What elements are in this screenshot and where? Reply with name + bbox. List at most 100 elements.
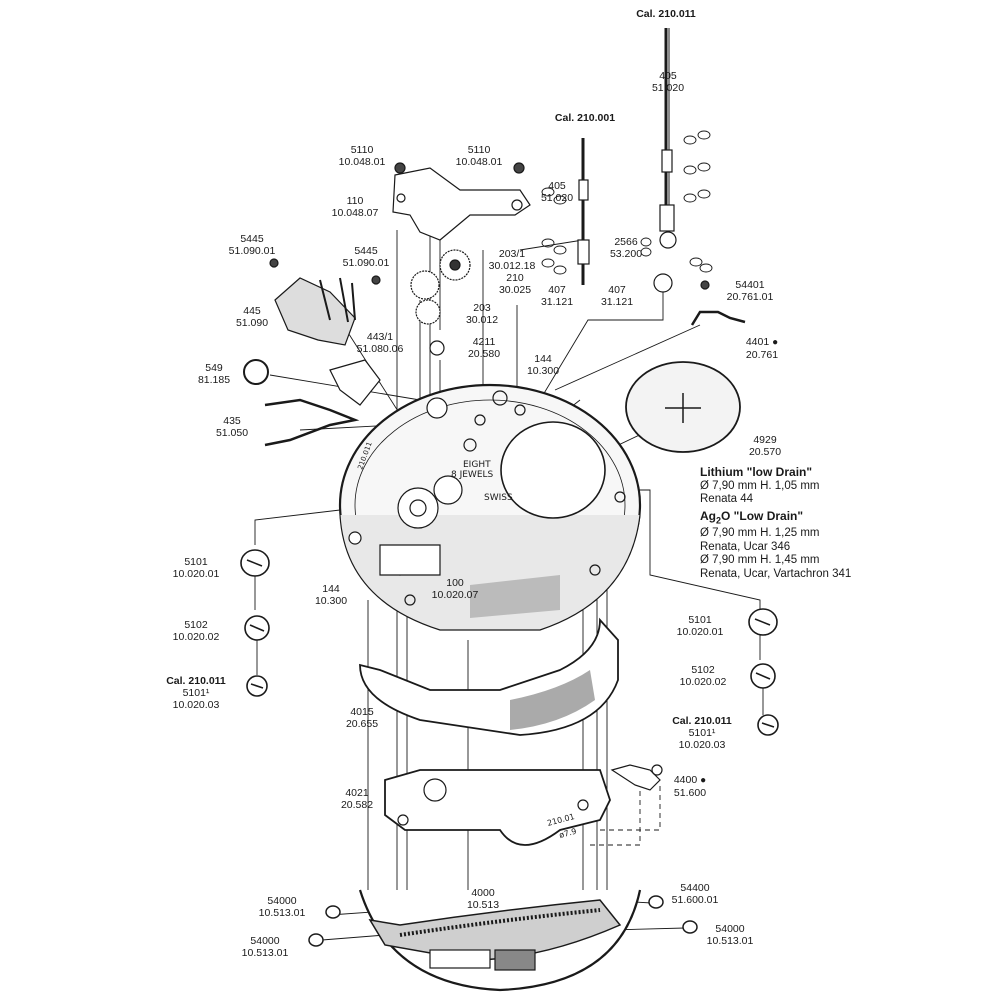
part-label-line: 51.090.01 [342,257,390,269]
plate-4021 [384,769,611,846]
battery-spec-block: Lithium "low Drain" Ø 7,90 mm H. 1,05 mm… [700,465,852,581]
part-label-line: 445 [243,305,261,317]
clutch-wheels [653,231,677,293]
cover-mark-2: ø7.9 [558,827,577,840]
lithium-title: Lithium "low Drain" [700,465,813,479]
wheel-203 [410,270,440,300]
part-label-row: 4400 ● [674,774,706,787]
part-label-p4401: 4401 ●20.761 [746,336,778,361]
part-label-line: 405 [659,70,677,82]
part-label-line: Cal. 210.011 [672,715,732,727]
part-label-line: 54400 [680,882,710,894]
part-label-line: 549 [205,362,223,374]
part-label-line: Cal. 210.011 [166,675,226,687]
ag2o-title: Ag2O "Low Drain" [700,508,804,525]
ag2o-brand-1: Renata, Ucar 346 [700,540,791,553]
bullet-dot-icon: ● [772,337,779,348]
part-label-line: 30.025 [498,284,532,296]
part-label-line: 435 [223,415,241,427]
lever-435 [264,398,360,447]
part-label-line: 110 [346,195,364,207]
part-label-line: 144 [322,583,340,595]
part-label-line: 4015 [350,706,374,718]
part-label-line: 51.080.06 [356,343,404,355]
part-label-line: 5101¹ [688,727,716,739]
part-label-line: 20.582 [340,799,374,811]
part-label-line: 20.655 [345,718,379,730]
case-ring-4000 [358,889,642,992]
stem-spring-rings [541,130,713,275]
part-label-line: 5101¹ [182,687,210,699]
part-label-line: 53.200 [609,248,643,260]
ag2o-dims-2: Ø 7,90 mm H. 1,45 mm [700,554,820,567]
lever-443-1 [329,359,381,406]
part-label-line: 54000 [267,895,297,907]
part-label-p4400: 4400 ●51.600 [674,774,706,799]
winding-stem-short [577,138,590,285]
part-label-line: 10.020.03 [678,739,726,751]
part-label-line: 405 [548,180,566,192]
part-label-line: 10.020.02 [172,631,220,643]
lithium-dims: Ø 7,90 mm H. 1,05 mm [700,479,820,492]
train-bridge [392,167,531,241]
part-label-line: 54000 [715,923,745,935]
part-label-line: 5445 [354,245,378,257]
part-label-line: 10.048.01 [455,156,503,168]
part-label-line: 10.048.07 [331,207,379,219]
part-label-line: 10.300 [526,365,560,377]
lever-445 [274,277,356,346]
small-screws-top [700,280,710,290]
part-label-line: 54000 [250,935,280,947]
plate-mark-swiss: SWISS [484,493,513,503]
part-label-line: 54401 [735,279,765,291]
spring-54401 [690,310,746,326]
leader-lines [254,239,761,941]
part-label-line: 20.580 [467,348,501,360]
part-label-line: 4400 [673,774,698,786]
part-label-line: 51.020 [651,82,685,94]
part-label-line: 10.020.01 [172,568,220,580]
part-label-line: 443/1 [366,331,394,343]
part-label-row: 4401 ● [746,336,778,349]
plate-mark-eight: EIGHT [463,460,491,470]
bullet-dot-icon: ● [700,775,707,786]
ag2o-dims-1: Ø 7,90 mm H. 1,25 mm [700,527,820,540]
ag2o-brand-2: Renata, Ucar, Vartachron 341 [700,567,852,580]
part-label-line: 10.020.07 [431,589,479,601]
part-label-line: 5101 [184,556,208,568]
jewel-4211 [429,340,445,356]
part-label-line: 10.513.01 [706,935,754,947]
part-label-line: 4211 [472,336,496,348]
part-label-line: 30.012.18 [488,260,536,272]
part-label-line: 5110 [350,144,374,156]
part-label-line: 51.020 [540,192,574,204]
part-label-line: 144 [534,353,552,365]
